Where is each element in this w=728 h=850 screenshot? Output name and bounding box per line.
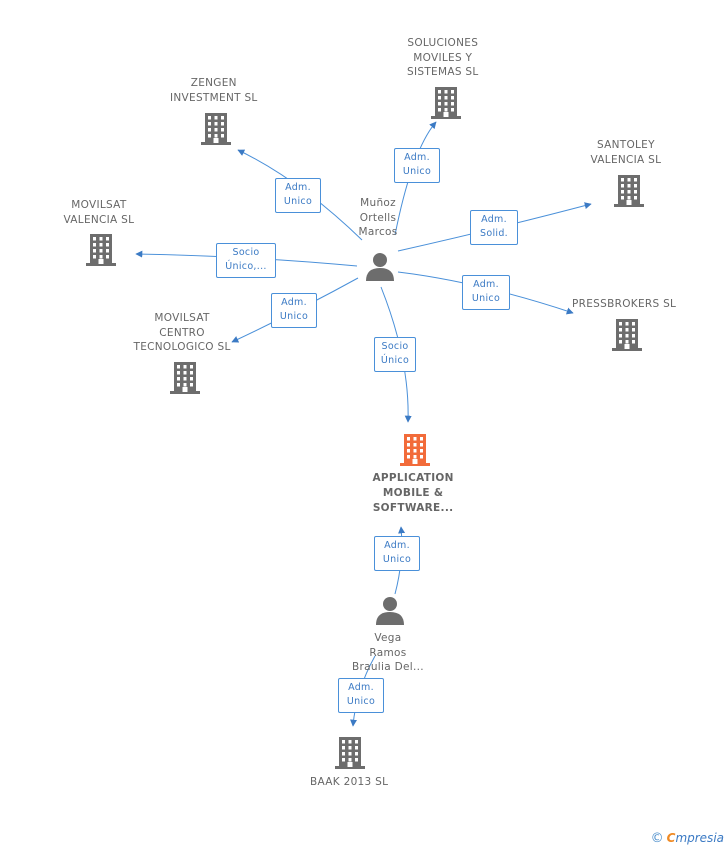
building-icon[interactable] (200, 111, 232, 149)
node-label-line: MOBILE & (382, 487, 444, 499)
copyright-notice: ©Cmpresia (651, 831, 724, 846)
edge-label-line: Adm. (281, 296, 307, 308)
edge-label-line: Unico (346, 696, 376, 707)
node-label-line: MOVILSAT (154, 312, 210, 324)
edge-label-line: Único (380, 355, 410, 366)
node-label-line: Ramos (369, 646, 407, 659)
node-label-movilsat-valencia[interactable]: MOVILSAT VALENCIA SL (64, 198, 135, 227)
node-label-zengen[interactable]: ZENGEN INVESTMENT SL (170, 76, 258, 105)
node-label-line: INVESTMENT SL (170, 91, 258, 104)
edge-label-line: Adm. (481, 213, 507, 225)
node-label-line: SANTOLEY (596, 139, 655, 151)
building-icon[interactable] (334, 735, 366, 773)
node-label-line: SISTEMAS SL (407, 66, 479, 78)
edge-label-line: Socio (381, 340, 409, 352)
node-label-application[interactable]: APPLICATION MOBILE & SOFTWARE... (373, 471, 454, 516)
node-label-line: Vega (374, 632, 402, 644)
brand-logo[interactable]: Cmpresia (666, 831, 724, 845)
building-icon[interactable] (85, 232, 117, 270)
edge-label-line: Unico (283, 196, 313, 207)
edge-label[interactable]: Adm. Unico (275, 177, 321, 213)
node-label-line: Marcos (358, 226, 398, 238)
edge-label-line: Adm. (348, 681, 374, 693)
node-label-line: VALENCIA SL (63, 213, 135, 226)
node-label-soluciones[interactable]: SOLUCIONES MOVILES Y SISTEMAS SL (407, 36, 479, 80)
building-icon[interactable] (611, 317, 643, 355)
node-label-santoley[interactable]: SANTOLEY VALENCIA SL (591, 138, 662, 167)
person-icon[interactable] (365, 251, 395, 285)
copyright-symbol: © (650, 831, 664, 846)
building-icon[interactable] (613, 173, 645, 211)
node-label-movilsat-centro[interactable]: MOVILSAT CENTRO TECNOLOGICO SL (134, 311, 231, 355)
node-label-line: Ortells (359, 211, 397, 224)
node-label-line: PRESSBROKERS SL (572, 298, 677, 310)
node-label-line: SOLUCIONES (407, 37, 479, 49)
edge-label-line: Adm. (473, 278, 499, 290)
node-label-line: Braulia Del... (352, 661, 424, 673)
building-icon[interactable] (430, 85, 462, 123)
node-label-line: APPLICATION (372, 472, 454, 484)
edge-label-line: Unico (402, 166, 432, 177)
edge-label[interactable]: Adm. Solid. (470, 209, 518, 245)
node-label-line: ZENGEN (190, 77, 237, 89)
node-label-pressbrokers[interactable]: PRESSBROKERS SL (572, 297, 676, 312)
edge-label[interactable]: Adm. Unico (374, 535, 420, 571)
edge-label[interactable]: Adm. Unico (394, 147, 440, 183)
node-label-line: SOFTWARE... (372, 502, 454, 514)
edge-label-line: Adm. (285, 181, 311, 193)
building-icon[interactable] (169, 360, 201, 398)
edge-label-line: Unico (471, 293, 501, 304)
node-label-line: TECNOLOGICO SL (133, 341, 231, 353)
edge-label-line: Único,... (225, 261, 267, 272)
node-label-line: VALENCIA SL (590, 153, 662, 166)
edge-label-line: Unico (279, 311, 309, 322)
edge-label-line: Unico (382, 554, 412, 565)
edge-label-line: Solid. (480, 228, 508, 239)
node-label-baak[interactable]: BAAK 2013 SL (310, 775, 388, 790)
edge-label[interactable]: Adm. Unico (271, 292, 317, 328)
node-label-line: Muñoz (360, 197, 396, 209)
edge-label-line: Adm. (384, 539, 410, 551)
edge-label[interactable]: Adm. Unico (462, 274, 510, 310)
edge-label-line: Socio (232, 246, 260, 258)
node-label-line: MOVILES Y (413, 51, 473, 64)
edge-label-line: Adm. (404, 151, 430, 163)
person-icon[interactable] (375, 595, 405, 629)
edge-label[interactable]: Adm. Unico (338, 677, 384, 713)
building-icon[interactable] (399, 432, 431, 470)
node-label-line: CENTRO (159, 326, 205, 339)
node-label-line: MOVILSAT (71, 199, 127, 211)
node-label-line: BAAK 2013 SL (310, 776, 389, 788)
